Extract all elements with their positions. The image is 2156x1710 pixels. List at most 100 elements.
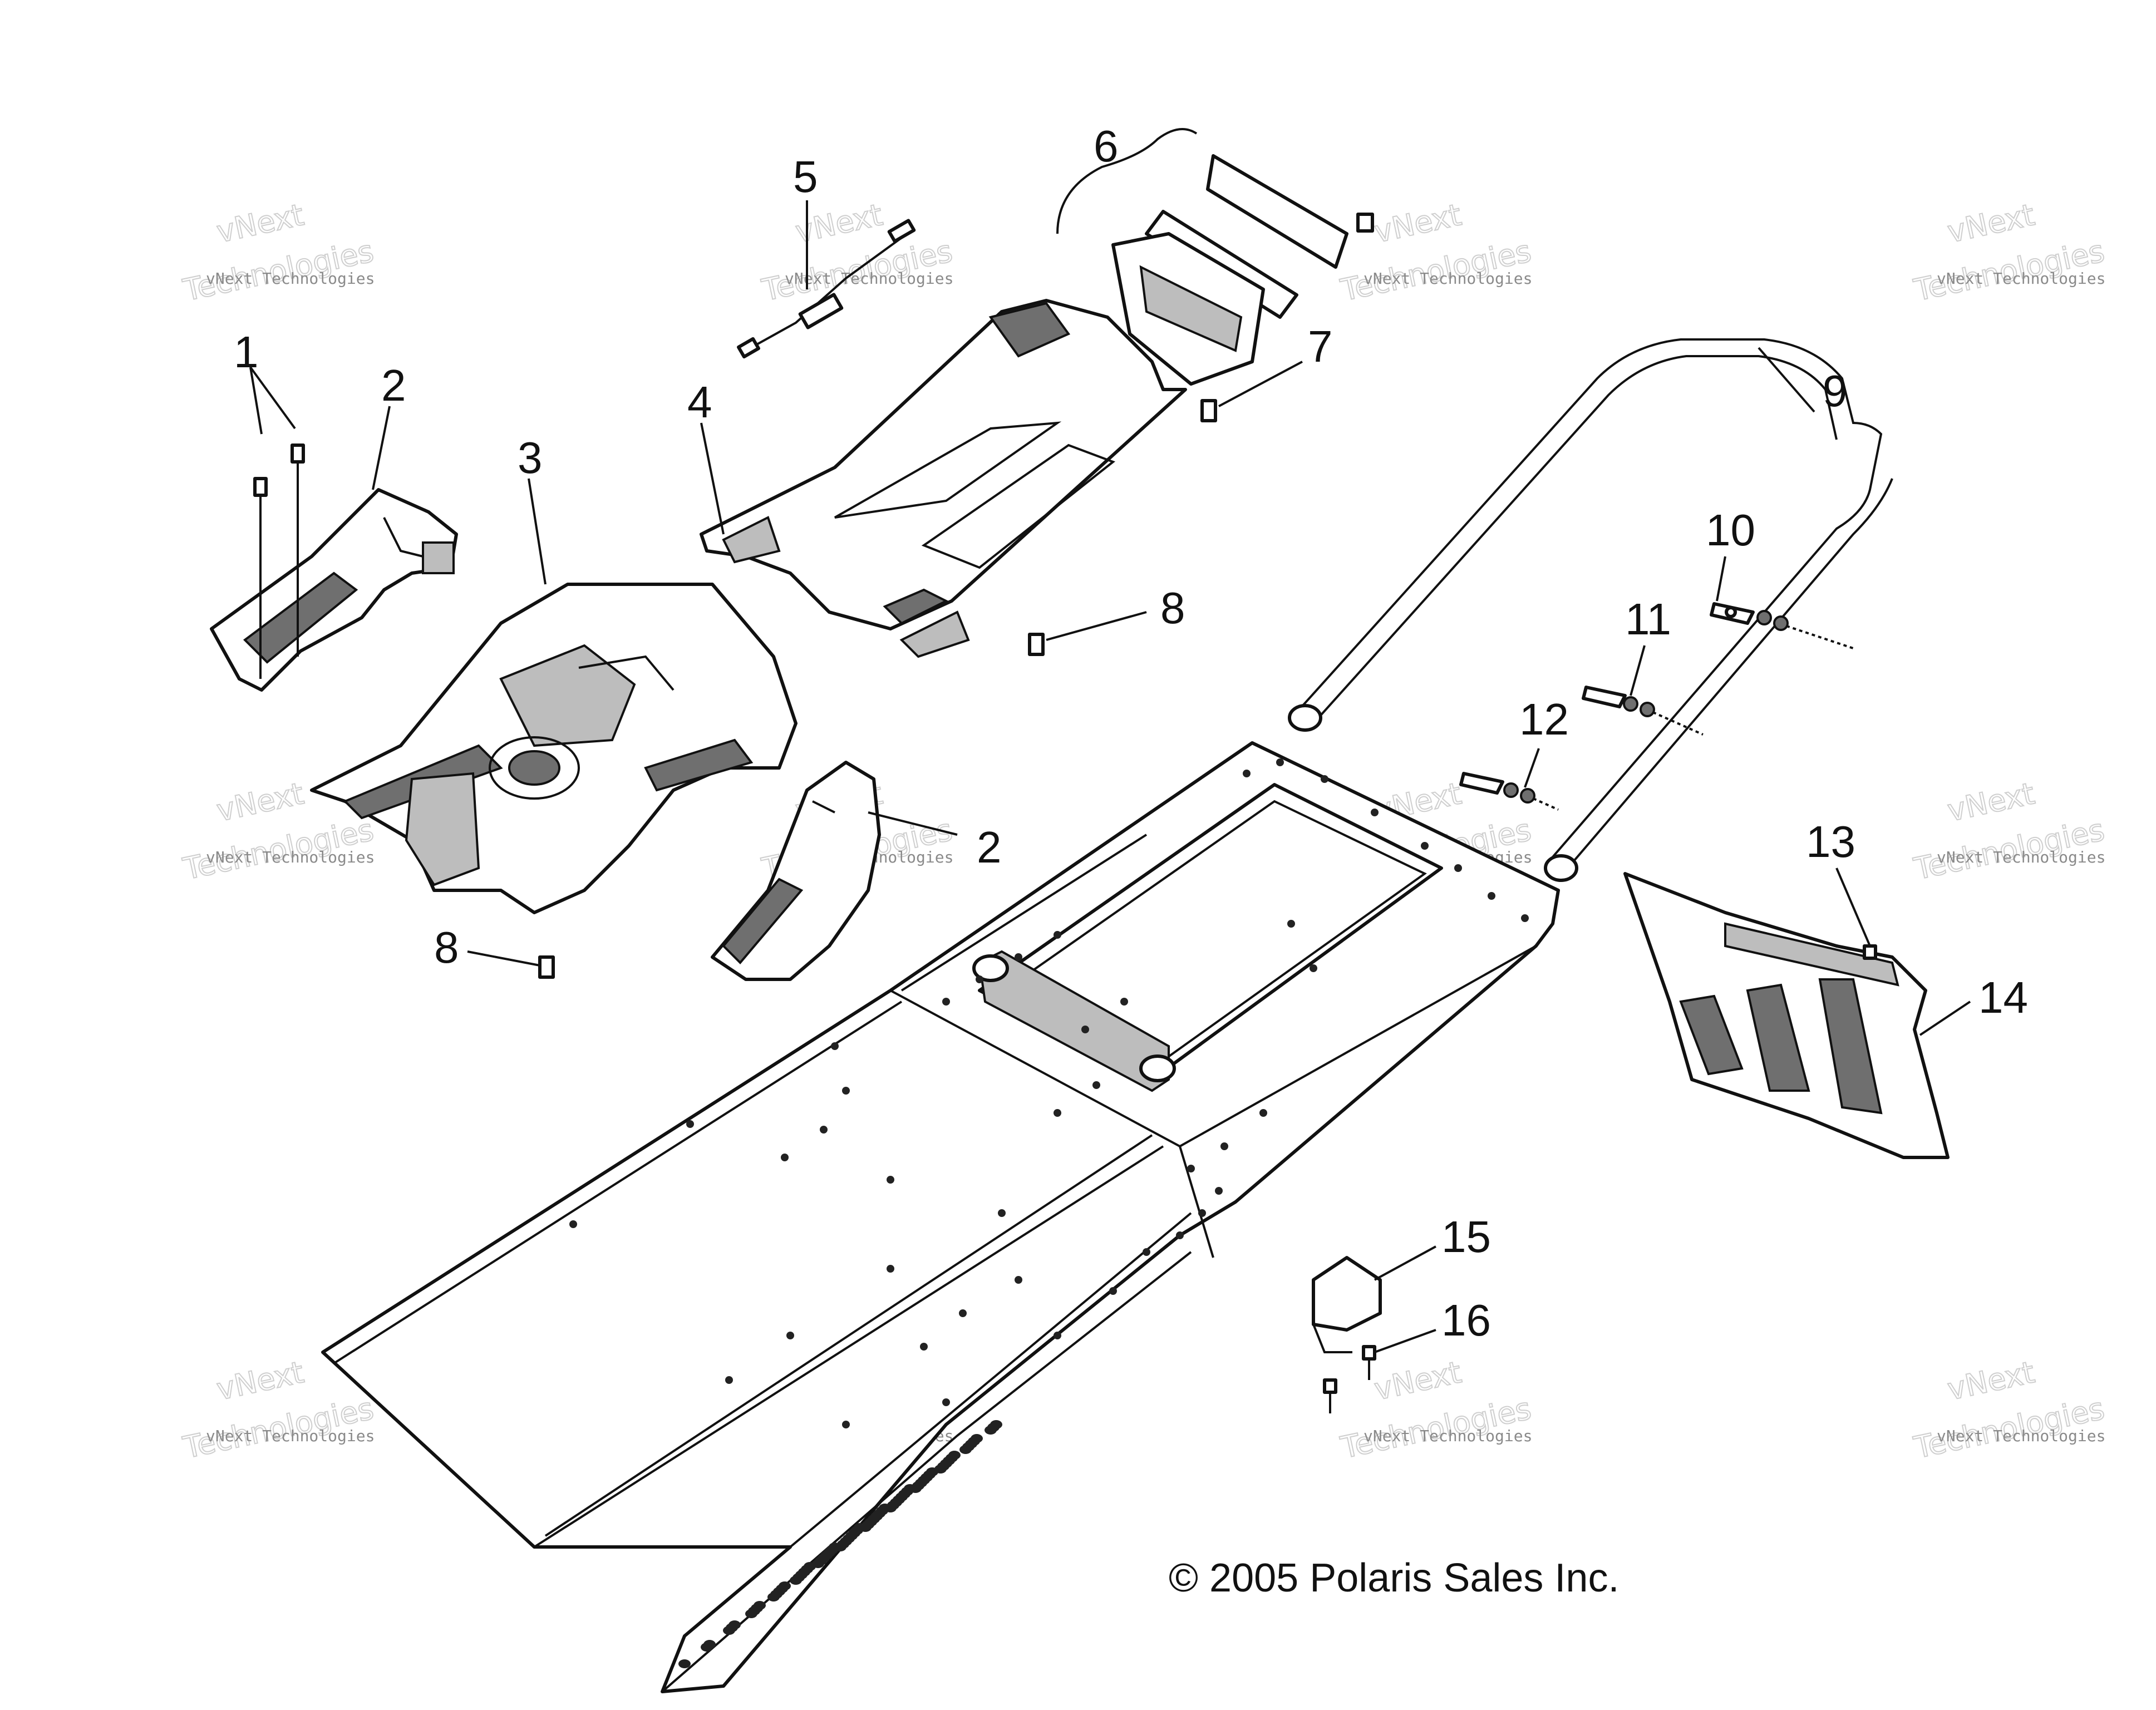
callout-6: 6 (1094, 121, 1119, 171)
grab-bar (1288, 338, 1893, 882)
watermark-small: vNext Technologies (785, 269, 953, 288)
watermark-small: vNext Technologies (1364, 269, 1532, 288)
watermark-small: vNext Technologies (1937, 848, 2105, 866)
perforation (934, 1465, 947, 1474)
rivet (976, 975, 983, 983)
rivet (1054, 931, 1061, 939)
callout-9: 9 (1823, 366, 1848, 416)
rivet (998, 1209, 1006, 1217)
callout-2-bottom: 2 (977, 822, 1002, 872)
perforation (859, 1523, 872, 1532)
rivet (1259, 1109, 1267, 1117)
rivet (725, 1376, 733, 1384)
rivet (1198, 1209, 1206, 1217)
watermark-small: vNext Technologies (1937, 269, 2105, 288)
tunnel-perforations (678, 1420, 1002, 1668)
watermark-small: vNext Technologies (1364, 1427, 1532, 1445)
callout-10: 10 (1706, 505, 1755, 555)
perforation (812, 1559, 824, 1568)
rivet (1488, 892, 1495, 900)
rivet (1015, 953, 1022, 961)
tunnel-assembly (321, 741, 1560, 1693)
watermark-big-line1: vNext (1371, 197, 1464, 249)
rivet (1054, 1109, 1061, 1117)
watermark-big-line1: vNext (1371, 1354, 1464, 1407)
watermark-big-line1: vNext (214, 1354, 307, 1407)
perforation (767, 1593, 780, 1601)
bracket (1312, 1256, 1382, 1413)
rivet (686, 1120, 694, 1128)
watermark-small: vNext Technologies (206, 1427, 375, 1445)
watermark-big-line1: vNext (1945, 776, 2037, 828)
rivet (1521, 914, 1529, 922)
rivet (781, 1154, 789, 1161)
rivet (1276, 758, 1284, 766)
callout-4: 4 (687, 377, 712, 427)
rivet (842, 1087, 850, 1095)
callout-2-top: 2 (381, 361, 406, 410)
rivet (1310, 964, 1317, 972)
watermark-small: vNext Technologies (206, 848, 375, 866)
rivet (842, 1421, 850, 1428)
bolts-and-washers (1459, 602, 1854, 811)
rivet (1092, 1081, 1100, 1089)
rivet (942, 998, 950, 1006)
rivet (1371, 809, 1379, 816)
watermark-big-line1: vNext (1945, 1354, 2037, 1407)
fasteners (538, 213, 1374, 979)
callout-12: 12 (1519, 694, 1569, 744)
perforation (723, 1626, 735, 1635)
perforation (745, 1609, 757, 1618)
rivet (569, 1220, 577, 1228)
rivet (959, 1309, 967, 1317)
perforation (909, 1484, 922, 1493)
copyright-notice: © 2005 Polaris Sales Inc. (1169, 1556, 1619, 1600)
callout-16: 16 (1441, 1295, 1491, 1345)
seat-base (700, 299, 1187, 658)
rivet (1143, 1248, 1150, 1256)
heat-exchanger (972, 783, 1443, 1092)
callout-labels: 1 2 2 3 4 5 6 7 8 8 9 10 11 12 13 14 15 … (234, 121, 2028, 1345)
rear-console (310, 583, 798, 914)
callout-8-top: 8 (1160, 583, 1185, 633)
watermark-big-line1: vNext (1945, 197, 2037, 249)
rivet (1287, 920, 1295, 928)
rivet (1176, 1231, 1184, 1239)
snow-flap (1623, 872, 1950, 1159)
callout-3: 3 (518, 433, 543, 482)
rivet (1120, 998, 1128, 1006)
leader-lines (249, 200, 1971, 1353)
side-cover-left (210, 488, 458, 692)
callout-1: 1 (234, 327, 259, 377)
rivet (1454, 864, 1462, 872)
perforation (884, 1504, 897, 1512)
rivet (887, 1176, 894, 1184)
callout-7: 7 (1308, 322, 1333, 371)
watermark-small: vNext Technologies (206, 269, 375, 288)
rivet (1220, 1142, 1228, 1150)
callout-15: 15 (1441, 1212, 1491, 1261)
rivet (831, 1042, 839, 1050)
taillight-assembly (1056, 128, 1348, 386)
callout-14: 14 (1978, 973, 2028, 1022)
callout-11: 11 (1625, 594, 1671, 644)
rivet (1109, 1287, 1117, 1295)
watermark-big-line1: vNext (214, 776, 307, 828)
rivet (786, 1332, 794, 1339)
rivet (1187, 1165, 1195, 1172)
rivet (1015, 1276, 1022, 1284)
perforation (790, 1576, 802, 1585)
perforation (959, 1445, 972, 1454)
perforation (701, 1643, 713, 1652)
tunnel-rivets (569, 758, 1529, 1428)
callout-8-bottom: 8 (434, 923, 459, 972)
watermark-small: vNext Technologies (1937, 1427, 2105, 1445)
perforation (678, 1659, 691, 1668)
